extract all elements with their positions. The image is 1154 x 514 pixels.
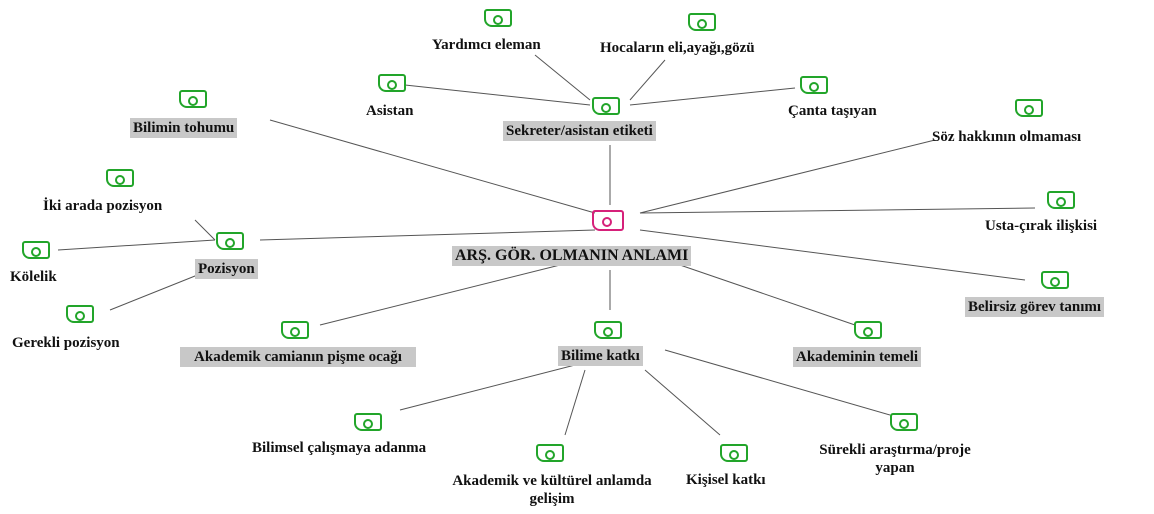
sekreter-hub-label: Sekreter/asistan etiketi [503,121,656,141]
iki-arada-network-node-icon [106,169,134,187]
kisisel-katki-label: Kişisel katkı [686,472,766,488]
bilimsel-calisma-label: Bilimsel çalışmaya adanma [252,440,427,456]
sekreter-network-node-icon [592,97,620,115]
usta-cirak-network-node-icon [1047,191,1075,209]
asistan-network-node-icon [378,74,406,92]
belirsiz-label: Belirsiz görev tanımı [965,297,1105,317]
pozisyon-hub-label: Pozisyon [195,259,258,279]
bilime-katki-hub-label: Bilime katkı [558,346,643,366]
pozisyon-network-node-icon [216,232,244,250]
canta-label: Çanta taşıyan [788,103,877,119]
kolelik-network-node-icon [22,241,50,259]
bilimsel-calisma-network-node-icon [354,413,382,431]
center-network-node-icon [592,210,624,231]
kolelik-label: Kölelik [10,269,57,285]
soz-hakki-label: Söz hakkının olmaması [932,129,1082,145]
canta-network-node-icon [800,76,828,94]
gerekli-network-node-icon [66,305,94,323]
iki-arada-label: İki arada pozisyon [43,198,163,214]
hocalarin-label: Hocaların eli,ayağı,gözü [600,40,755,56]
surekli-arastirma-network-node-icon [890,413,918,431]
akademinin-temeli-network-node-icon [854,321,882,339]
usta-cirak-label: Usta-çırak ilişkisi [985,218,1098,234]
yardimci-label: Yardımcı eleman [432,37,541,53]
asistan-label: Asistan [366,103,414,119]
akademinin-temeli-label: Akademinin temeli [793,347,922,367]
soz-hakki-network-node-icon [1015,99,1043,117]
gerekli-label: Gerekli pozisyon [12,335,120,351]
center-node-label: ARŞ. GÖR. OLMANIN ANLAMI [452,246,692,266]
bilimin-tohumu-network-node-icon [179,90,207,108]
surekli-arastirma-label: Sürekli araştırma/proje yapan [819,442,971,476]
kisisel-katki-network-node-icon [720,444,748,462]
bilimin-tohumu-label: Bilimin tohumu [130,118,238,138]
akademik-kulturel-label: Akademik ve kültürel anlamda gelişim [452,473,652,507]
hocalarin-network-node-icon [688,13,716,31]
bilime-katki-network-node-icon [594,321,622,339]
yardimci-network-node-icon [484,9,512,27]
belirsiz-network-node-icon [1041,271,1069,289]
akademik-camia-network-node-icon [281,321,309,339]
akademik-kulturel-network-node-icon [536,444,564,462]
akademik-camia-label: Akademik camianın pişme ocağı [180,347,416,367]
